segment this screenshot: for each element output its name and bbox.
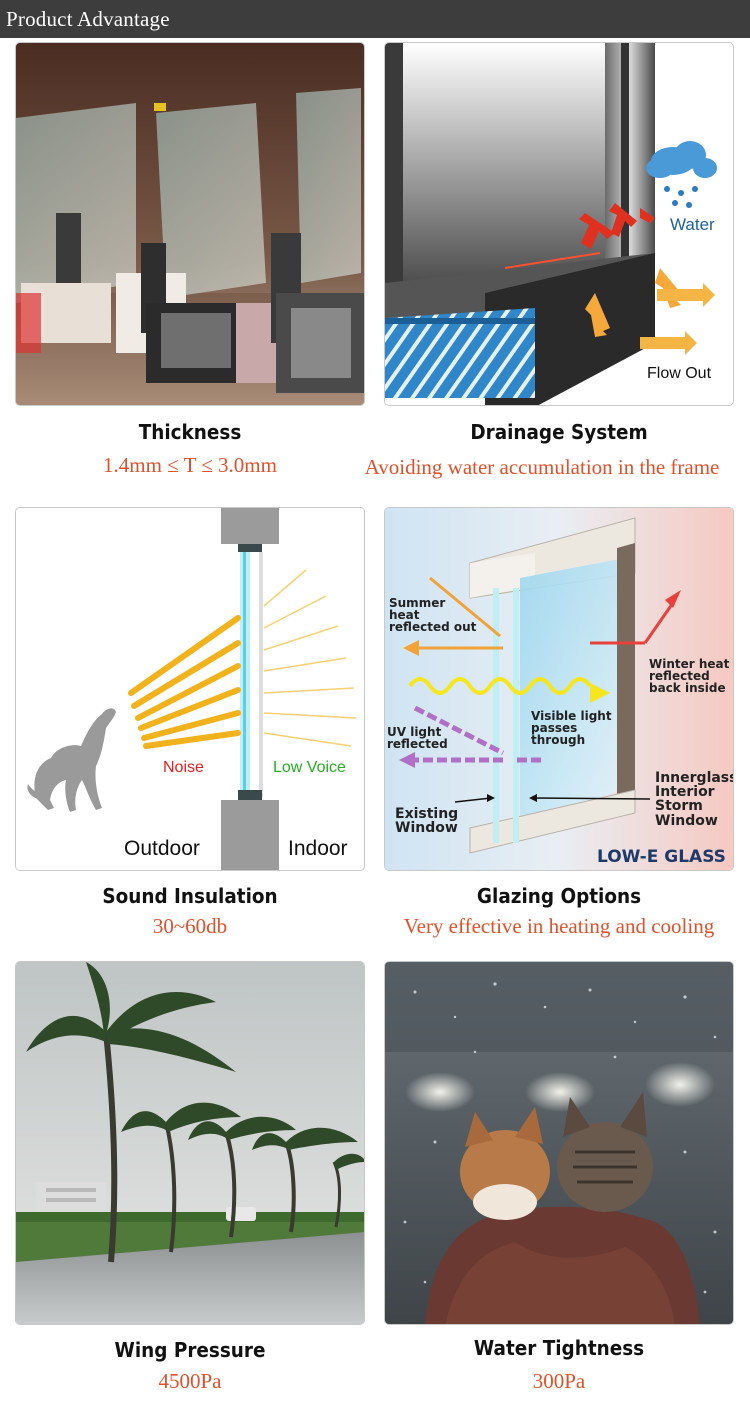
thickness-subtitle: 1.4mm ≤ T ≤ 3.0mm — [103, 453, 277, 477]
glazing-options-image: Summer heat reflected out Winter heat re… — [384, 507, 734, 871]
uv-light-label-2: reflected — [387, 737, 448, 751]
outdoor-label: Outdoor — [124, 837, 200, 860]
water-tightness-image — [384, 961, 734, 1325]
innerglass-label-1: Innerglass — [655, 770, 734, 786]
cat-left-icon — [460, 1107, 550, 1220]
noise-label: Noise — [163, 759, 204, 776]
winter-label-3: back inside — [649, 681, 726, 695]
visible-light-label-3: through — [531, 733, 585, 747]
innerglass-label-4: Window — [655, 813, 718, 829]
drainage-subtitle: Avoiding water accumulation in the frame — [364, 455, 720, 479]
visible-light-label-2: passes — [531, 721, 577, 735]
summer-label-3: reflected out — [389, 620, 477, 634]
flow-out-label: Flow Out — [647, 365, 712, 382]
page-header: Product Advantage — [0, 0, 750, 38]
sound-insulation-subtitle: 30~60db — [152, 914, 228, 938]
glazing-options-title: Glazing Options — [476, 884, 642, 908]
drainage-image: Water Flow Out — [384, 42, 734, 406]
dog-icon — [27, 708, 116, 812]
summer-label-1: Summer — [389, 596, 445, 610]
water-tightness-title: Water Tightness — [473, 1336, 645, 1360]
water-tightness-subtitle: 300Pa — [532, 1369, 586, 1393]
cat-right-icon — [557, 1092, 653, 1212]
wing-pressure-subtitle: 4500Pa — [158, 1369, 222, 1393]
wing-pressure-image — [15, 961, 365, 1325]
thickness-title: Thickness — [138, 420, 242, 444]
winter-label-2: reflected — [649, 669, 710, 683]
thickness-image — [15, 42, 365, 406]
sound-insulation-title: Sound Insulation — [102, 884, 278, 908]
innerglass-label-3: Storm — [655, 798, 703, 814]
existing-window-label-1: Existing — [395, 806, 458, 822]
indoor-label: Indoor — [288, 837, 348, 860]
low-voice-label: Low Voice — [273, 759, 346, 776]
rain-cloud-icon — [646, 141, 717, 208]
summer-label-2: heat — [389, 608, 420, 622]
page-title: Product Advantage — [6, 7, 170, 31]
drainage-title: Drainage System — [470, 420, 648, 444]
sound-insulation-image: Noise Low Voice Outdoor Indoor — [15, 507, 365, 871]
existing-window-label-2: Window — [395, 820, 458, 836]
water-label: Water — [670, 215, 715, 234]
innerglass-label-2: Interior — [655, 784, 715, 800]
winter-label-1: Winter heat — [649, 657, 730, 671]
wing-pressure-title: Wing Pressure — [114, 1338, 266, 1362]
low-e-glass-label: LOW-E GLASS — [597, 847, 726, 867]
glazing-options-subtitle: Very effective in heating and cooling — [403, 914, 715, 938]
uv-light-label-1: UV light — [387, 725, 442, 739]
visible-light-label-1: Visible light — [531, 709, 612, 723]
